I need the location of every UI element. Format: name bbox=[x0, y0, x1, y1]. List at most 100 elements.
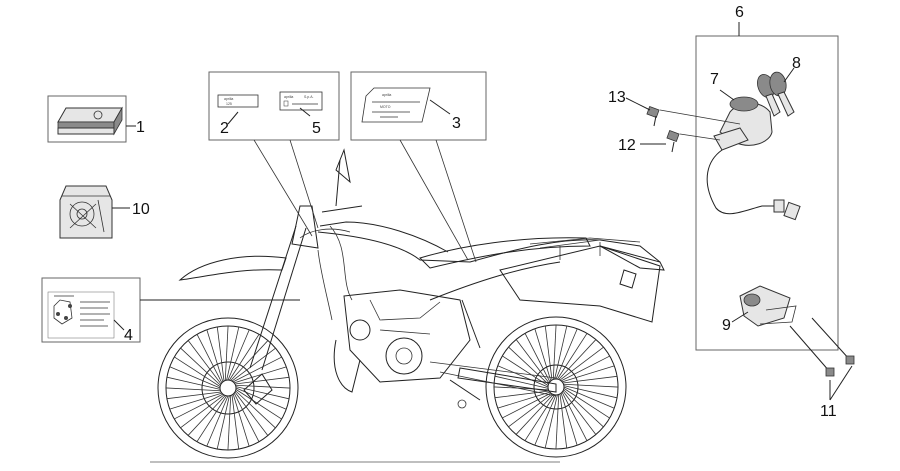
decal2-sub: 125 bbox=[226, 102, 232, 106]
callout-9: 9 bbox=[722, 317, 731, 334]
decal-frame-4 bbox=[41, 277, 141, 343]
wheel-spoke bbox=[555, 328, 578, 380]
callout-12: 12 bbox=[618, 137, 636, 154]
wheel-spoke bbox=[206, 329, 224, 382]
wheel-spoke bbox=[524, 333, 551, 383]
wheel-spoke bbox=[544, 394, 558, 449]
callout-6: 6 bbox=[735, 4, 744, 21]
wheel-spoke bbox=[559, 346, 604, 381]
callout-5: 5 bbox=[312, 120, 321, 137]
callout-13: 13 bbox=[608, 89, 626, 106]
wheel-spoke bbox=[555, 394, 560, 450]
decal-frame-1 bbox=[47, 95, 127, 143]
wheel-spoke bbox=[232, 356, 282, 383]
wheel-spoke bbox=[206, 395, 229, 447]
wheel-spoke bbox=[180, 347, 221, 386]
wheel-spoke bbox=[165, 387, 221, 392]
wheel-spoke bbox=[174, 393, 224, 420]
wheel-spoke bbox=[230, 340, 269, 381]
wheel-spoke bbox=[232, 394, 250, 447]
wheel-spoke bbox=[233, 392, 260, 442]
wheel-spoke bbox=[187, 395, 226, 436]
callout-10: 10 bbox=[132, 201, 150, 218]
wheel-spoke bbox=[235, 387, 287, 410]
wheel-spoke bbox=[563, 385, 618, 399]
wheel-spoke bbox=[235, 386, 290, 400]
callout-4: 4 bbox=[124, 327, 133, 344]
callout-1: 1 bbox=[136, 119, 145, 136]
tool-kit-part bbox=[59, 185, 113, 239]
wheel-spoke bbox=[561, 391, 588, 441]
wheel-spoke bbox=[560, 393, 578, 446]
keys-part bbox=[757, 71, 795, 117]
wheel-spoke bbox=[196, 334, 223, 384]
wheel-spoke bbox=[226, 326, 240, 381]
wheel-spoke bbox=[174, 356, 221, 387]
wheel-spoke bbox=[494, 375, 549, 389]
wheel-spoke bbox=[235, 390, 276, 429]
wheel-spoke bbox=[494, 390, 550, 399]
motorcycle-drawing bbox=[150, 148, 665, 463]
wheel-spoke bbox=[180, 394, 225, 429]
wheel-spoke bbox=[216, 326, 225, 382]
decal-frame-2-5 bbox=[208, 71, 340, 141]
wheel-spoke bbox=[515, 394, 554, 435]
wheel-spoke bbox=[557, 333, 588, 380]
lock-kit-frame bbox=[695, 35, 839, 351]
wheel-spoke bbox=[216, 395, 230, 450]
wheel-spoke bbox=[224, 325, 229, 381]
wheel-spoke bbox=[166, 376, 221, 390]
wheel-spoke bbox=[554, 325, 568, 380]
wheel-spoke bbox=[196, 395, 227, 442]
lock-holder-part bbox=[739, 285, 797, 327]
wheel-spoke bbox=[562, 375, 618, 384]
wheel-spoke bbox=[562, 390, 597, 435]
wheel-spoke bbox=[563, 386, 615, 409]
decal-frame-3 bbox=[350, 71, 487, 141]
wheel-spoke bbox=[544, 325, 553, 381]
wheel-spoke bbox=[524, 394, 555, 441]
screw-12 bbox=[666, 130, 680, 153]
wheel-spoke bbox=[235, 389, 282, 420]
ignition-lock-part bbox=[706, 96, 801, 221]
wheel-spoke bbox=[231, 347, 276, 382]
callout-7: 7 bbox=[710, 71, 719, 88]
wheel-spoke bbox=[563, 388, 610, 419]
leader-lines bbox=[112, 22, 853, 401]
wheel-spoke bbox=[508, 346, 549, 385]
owners-manual-part bbox=[57, 106, 123, 136]
wheel-spoke bbox=[502, 355, 549, 386]
callout-2: 2 bbox=[220, 120, 229, 137]
wheel-spoke bbox=[515, 339, 550, 384]
wheel-spoke bbox=[563, 383, 619, 388]
wheel-spoke bbox=[558, 339, 597, 380]
callout-11: 11 bbox=[820, 403, 837, 420]
wheel-spoke bbox=[169, 392, 222, 410]
wheel-spoke bbox=[169, 366, 221, 389]
wheel-spoke bbox=[508, 393, 553, 428]
wheel-spoke bbox=[227, 395, 232, 451]
wheel-spoke bbox=[234, 376, 290, 385]
callout-3: 3 bbox=[452, 115, 461, 132]
wheel-spoke bbox=[229, 334, 260, 381]
decal3-line: MOTO bbox=[380, 105, 391, 109]
screw-13 bbox=[646, 106, 660, 127]
wheel-spoke bbox=[534, 328, 552, 381]
wheel-spoke bbox=[166, 391, 222, 400]
wheel-spoke bbox=[235, 384, 291, 389]
decal-2: aprilia 125 bbox=[217, 94, 259, 108]
wheel-spoke bbox=[227, 329, 250, 381]
decal2-brand: aprilia bbox=[224, 97, 233, 101]
bolts-11 bbox=[789, 317, 855, 377]
wheel-spoke bbox=[563, 389, 604, 428]
wheel-spoke bbox=[562, 365, 615, 383]
wheel-spoke bbox=[187, 340, 222, 385]
wheel-spoke bbox=[502, 392, 552, 419]
decal3-brand: aprilia bbox=[382, 93, 391, 97]
decal-5: aprilia S.p.A. bbox=[279, 91, 323, 111]
wheel-spoke bbox=[559, 393, 568, 449]
wheel-spoke bbox=[497, 391, 550, 409]
wheel-spoke bbox=[534, 394, 557, 446]
